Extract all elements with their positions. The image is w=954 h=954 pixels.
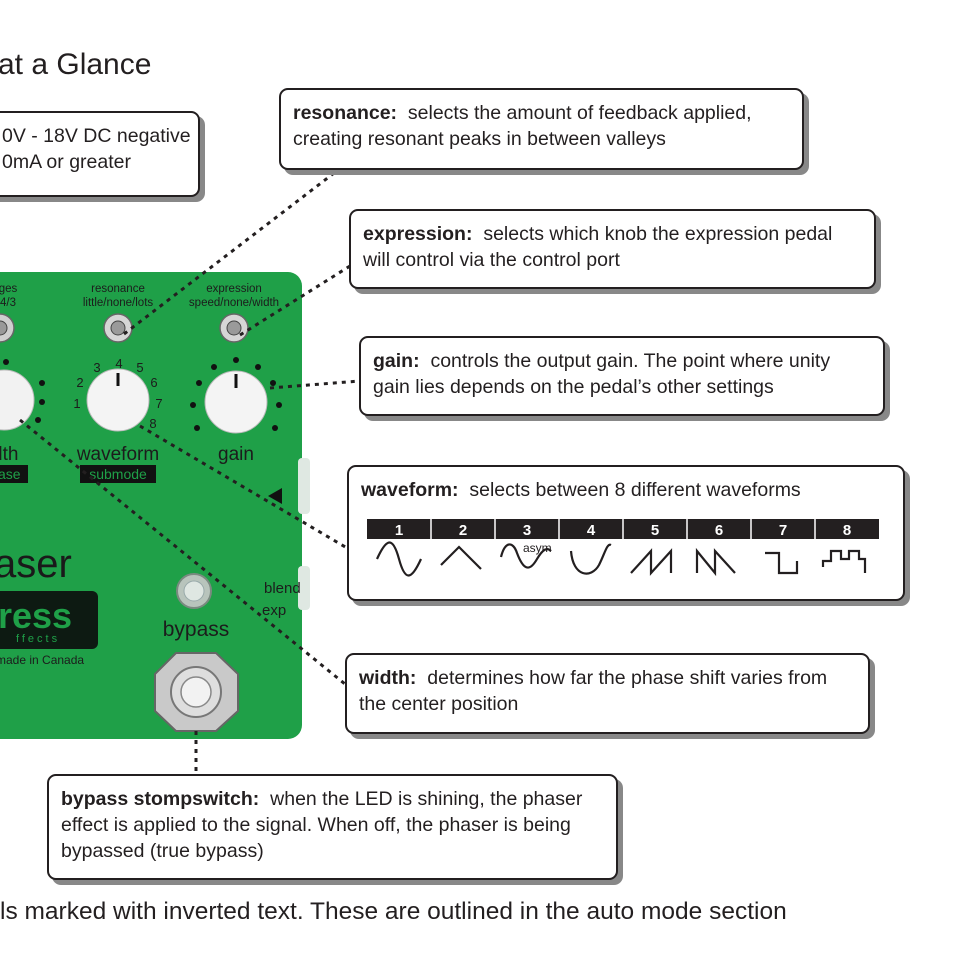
bypass-stompswitch bbox=[154, 652, 239, 732]
width-knob-label: dth bbox=[0, 444, 18, 465]
pedal-body bbox=[0, 272, 302, 739]
bypass-callout: bypass stompswitch: when the LED is shin… bbox=[47, 774, 618, 880]
wf-num-2: 2 bbox=[76, 375, 83, 390]
leader-waveform bbox=[139, 424, 348, 550]
wf-num-8: 8 bbox=[149, 416, 156, 431]
waveform-num-2: 2 bbox=[459, 522, 467, 539]
asym-sine-wave-icon bbox=[499, 543, 552, 569]
waveform-num-6: 6 bbox=[715, 522, 723, 539]
submode-inverted-label: submode bbox=[89, 466, 147, 482]
exp-label: exp bbox=[262, 602, 286, 619]
sawtooth-down-icon bbox=[695, 547, 736, 577]
asym-label: asym bbox=[523, 541, 552, 555]
gain-term: gain: bbox=[373, 350, 420, 372]
square-wave-icon bbox=[765, 551, 799, 575]
leader-lines bbox=[19, 168, 361, 774]
toggle-switch-1 bbox=[0, 313, 15, 343]
width-text: determines how far the phase shift varie… bbox=[359, 667, 828, 715]
side-arrow-icon bbox=[268, 488, 282, 504]
triangle-wave-icon bbox=[440, 545, 482, 570]
bypass-label: bypass bbox=[163, 618, 230, 641]
waveform-num-5: 5 bbox=[651, 522, 659, 539]
expression-text: selects which knob the expression pedal … bbox=[363, 223, 833, 271]
gain-knob-label: gain bbox=[218, 444, 254, 465]
rounded-wave-icon bbox=[569, 543, 612, 575]
width-knob bbox=[0, 359, 45, 431]
wf-num-7: 7 bbox=[155, 396, 162, 411]
width-inverted-label: ase bbox=[0, 466, 21, 482]
waveform-num-1: 1 bbox=[395, 522, 403, 539]
waveform-text: selects between 8 different waveforms bbox=[469, 479, 801, 501]
toggle-label-1-top: ges bbox=[0, 283, 18, 295]
bypass-text: when the LED is shining, the phaser effe… bbox=[61, 788, 583, 862]
width-inverted-bg bbox=[0, 465, 28, 483]
sine-wave-icon bbox=[375, 541, 423, 577]
brand-sub: ffects bbox=[16, 633, 60, 645]
power-line-1: 0V - 18V DC negative bbox=[2, 125, 191, 147]
blend-label: blend bbox=[264, 580, 301, 597]
side-jack-2 bbox=[298, 566, 310, 610]
waveform-num-8: 8 bbox=[843, 522, 851, 539]
toggle-label-3-top: expression bbox=[206, 283, 262, 295]
wf-num-5: 5 bbox=[136, 360, 143, 375]
waveform-knob-label: waveform bbox=[76, 444, 159, 465]
bypass-term: bypass stompswitch: bbox=[61, 788, 260, 810]
wf-num-3: 3 bbox=[93, 360, 100, 375]
expression-callout: expression: selects which knob the expre… bbox=[349, 209, 876, 289]
power-callout: 0V - 18V DC negative 0mA or greater bbox=[0, 111, 200, 197]
waveform-knob-numbers: 1 2 3 4 5 6 7 8 bbox=[73, 356, 162, 431]
resonance-term: resonance: bbox=[293, 102, 398, 124]
made-in-label: made in Canada bbox=[0, 653, 84, 667]
gain-knob bbox=[190, 357, 282, 434]
led-indicator bbox=[176, 573, 212, 609]
toggle-label-1-bottom: 4/3 bbox=[0, 297, 16, 309]
brand-badge bbox=[0, 591, 98, 649]
toggle-label-3-bottom: speed/none/width bbox=[189, 297, 279, 309]
sawtooth-up-icon bbox=[630, 548, 673, 576]
waveform-callout: waveform: selects between 8 different wa… bbox=[347, 465, 905, 601]
toggle-switch-2 bbox=[103, 313, 133, 343]
stepped-wave-icon bbox=[821, 549, 867, 573]
resonance-text: selects the amount of feedback applied, … bbox=[293, 102, 752, 150]
toggle-label-2-bottom: little/none/lots bbox=[83, 297, 154, 309]
toggle-switch-3 bbox=[219, 313, 249, 343]
leader-width bbox=[19, 418, 346, 686]
width-term: width: bbox=[359, 667, 417, 689]
footer-text: ls marked with inverted text. These are … bbox=[0, 898, 787, 925]
gain-text: controls the output gain. The point wher… bbox=[373, 350, 831, 398]
side-jack-1 bbox=[298, 458, 310, 514]
waveform-table: 1 2 3 4 5 6 7 8 asym bbox=[367, 519, 879, 577]
power-line-2: 0mA or greater bbox=[2, 151, 131, 173]
waveform-header-dividers bbox=[430, 519, 816, 539]
width-callout: width: determines how far the phase shif… bbox=[345, 653, 870, 734]
submode-inverted-bg bbox=[80, 465, 156, 483]
waveform-num-3: 3 bbox=[523, 522, 531, 539]
toggle-label-2-top: resonance bbox=[91, 283, 145, 295]
leader-gain bbox=[269, 379, 361, 390]
wf-num-4: 4 bbox=[115, 356, 122, 371]
wf-num-6: 6 bbox=[150, 375, 157, 390]
leader-expression bbox=[239, 264, 351, 337]
waveform-num-7: 7 bbox=[779, 522, 787, 539]
expression-term: expression: bbox=[363, 223, 473, 245]
waveform-term: waveform: bbox=[361, 479, 459, 501]
waveform-knob bbox=[86, 368, 150, 432]
page-title: at a Glance bbox=[0, 48, 152, 81]
resonance-callout: resonance: selects the amount of feedbac… bbox=[279, 88, 804, 170]
gain-callout: gain: controls the output gain. The poin… bbox=[359, 336, 885, 416]
brand-name: ress bbox=[0, 595, 72, 636]
waveform-num-4: 4 bbox=[587, 522, 596, 539]
pedal-name: aser bbox=[0, 542, 72, 586]
wf-num-1: 1 bbox=[73, 396, 80, 411]
